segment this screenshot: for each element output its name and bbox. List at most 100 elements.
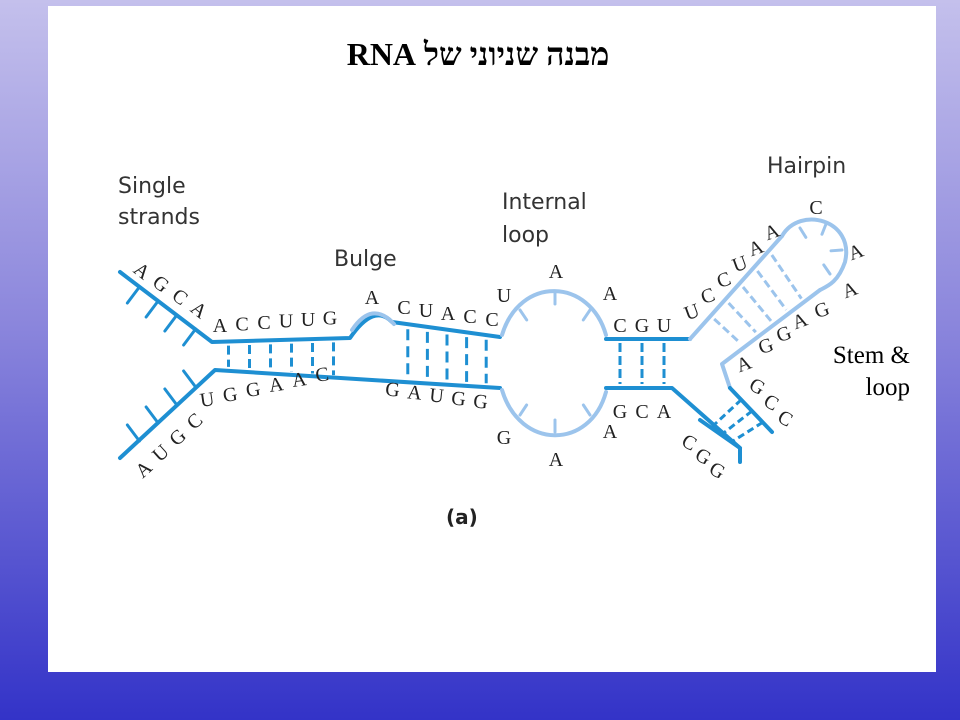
base-hairpin-down: G: [773, 322, 794, 348]
base-internal-top: U: [497, 285, 512, 307]
base-stem2-bottom: G: [472, 390, 489, 413]
base-stem1-top: G: [323, 308, 337, 330]
base-single-bottom: U: [148, 440, 174, 466]
base-hairpin-up: C: [714, 268, 734, 293]
hairpin-stem-pair: [727, 301, 757, 334]
base-internal-top: A: [603, 283, 618, 305]
base-single-bottom: A: [131, 456, 157, 482]
base-stem2-bottom: G: [384, 378, 401, 401]
base-stem1-top: U: [301, 309, 316, 331]
label-internal-loop-line-2: loop: [502, 223, 549, 248]
internal-loop-tick: [581, 308, 592, 322]
base-internal-bottom: G: [497, 427, 511, 449]
base-stem2-top: A: [441, 303, 456, 325]
base-internal-top: A: [549, 261, 564, 283]
base-bottom-tail: G: [705, 458, 729, 484]
single-top-tick: [163, 313, 179, 333]
base-single-top: C: [168, 284, 192, 310]
base-branch: G: [745, 374, 769, 400]
base-single-bottom: G: [165, 425, 190, 451]
label-bulge: Bulge: [334, 247, 397, 272]
base-hairpin-down: G: [811, 298, 832, 324]
base-stem1-top: C: [257, 312, 270, 334]
base-bulge: A: [365, 287, 380, 309]
base-stem2-bottom: U: [428, 384, 445, 407]
base-stem3-top: G: [635, 315, 649, 337]
base-stem2-bottom: A: [406, 381, 423, 404]
single-bottom-tick: [163, 387, 179, 407]
bottom-backbone: [118, 368, 502, 460]
base-stem3-bottom: G: [613, 401, 627, 423]
stem-loop-note-line-1: Stem &: [832, 342, 910, 369]
base-stem1-top: A: [213, 315, 228, 337]
bulge-loop: [350, 311, 396, 332]
hairpin-loop-tick: [798, 226, 808, 239]
hairpin-loop-tick: [820, 222, 828, 236]
single-bottom-tick: [182, 369, 198, 389]
base-stem1-bottom: U: [198, 388, 216, 412]
base-single-bottom: C: [183, 409, 208, 434]
base-branch: C: [760, 390, 783, 416]
hairpin-loop: [780, 217, 849, 292]
branch-pair-strand: [698, 418, 742, 464]
base-stem1-top: U: [279, 311, 294, 333]
base-stem3-bottom: A: [657, 401, 672, 423]
base-stem2-top: C: [485, 309, 498, 331]
base-single-top: G: [148, 271, 173, 297]
internal-loop-bottom: [500, 388, 608, 438]
single-top-tick: [125, 285, 141, 305]
hairpin-stem-pair: [713, 317, 742, 345]
hairpin-stem-pair: [770, 254, 803, 300]
base-stem3-top: C: [613, 315, 626, 337]
base-hairpin-down: A: [789, 308, 811, 334]
base-stem1-bottom: C: [314, 363, 330, 387]
label-panel-a: (a): [446, 505, 478, 529]
single-top-tick: [144, 299, 160, 319]
stem-and-loop-note: Stem & loop: [800, 340, 910, 404]
stem3-bottom-strand: [604, 386, 742, 450]
base-stem1-bottom: A: [267, 373, 285, 397]
base-stem1-top: C: [235, 314, 248, 336]
base-hairpin-top: C: [809, 197, 822, 219]
single-top-tick: [182, 327, 198, 347]
base-internal-bottom: A: [549, 449, 564, 471]
hairpin-down-strand: [720, 288, 822, 390]
base-stem2-top: U: [419, 300, 434, 322]
base-stem1-bottom: A: [290, 368, 308, 392]
internal-loop-tick: [581, 403, 592, 417]
base-internal-bottom: A: [603, 421, 618, 443]
base-hairpin-up: U: [681, 299, 703, 325]
base-stem3-bottom: C: [635, 401, 648, 423]
label-single-strands-line-2: strands: [118, 205, 200, 230]
base-stem1-bottom: G: [244, 378, 261, 402]
base-branch: C: [774, 406, 797, 432]
branch-base-pair: [730, 421, 764, 444]
stem-loop-note-line-2: loop: [865, 374, 910, 401]
branch-base-pair: [720, 409, 753, 437]
base-hairpin-down: A: [845, 239, 867, 265]
hairpin-loop-tick: [829, 248, 844, 253]
label-single-strands-line-1: Single: [118, 174, 186, 199]
hairpin-loop-tick: [822, 263, 832, 276]
base-pair-bonds: [125, 222, 844, 444]
internal-loop-tick: [518, 403, 529, 417]
hairpin-stem-pair: [741, 286, 773, 322]
base-single-top: A: [186, 297, 211, 324]
single-bottom-tick: [144, 405, 160, 425]
base-stem3-top: U: [657, 315, 672, 337]
slide-title: מבנה שניוני של RNA: [346, 36, 610, 72]
base-hairpin-down: A: [733, 351, 755, 377]
label-internal-loop-line-1: Internal: [502, 190, 587, 215]
base-stem1-bottom: G: [221, 383, 238, 407]
base-stem2-top: C: [463, 306, 476, 328]
base-hairpin-down: G: [755, 334, 776, 360]
branch-base-pair: [709, 398, 743, 429]
label-hairpin: Hairpin: [767, 154, 846, 179]
base-hairpin-up: C: [698, 284, 718, 309]
single-bottom-tick: [125, 423, 141, 443]
base-hairpin-down: A: [839, 277, 861, 303]
hairpin-up-strand: [688, 234, 784, 341]
slide: מבנה שניוני של RNA: [48, 6, 936, 672]
